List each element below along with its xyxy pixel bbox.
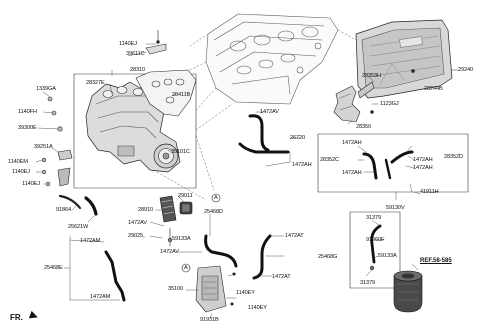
circle-marker bbox=[211, 193, 221, 203]
callout-41911H: 41911H bbox=[420, 189, 439, 195]
callout-91960F: 91960F bbox=[366, 237, 385, 243]
callout-28310: 28310 bbox=[130, 67, 146, 73]
manifold-box bbox=[73, 73, 197, 189]
callout-1140EJ: 1140EJ bbox=[119, 41, 137, 47]
circle-marker-label: A bbox=[214, 195, 218, 201]
callout-1123GJ: 1123GJ bbox=[380, 101, 399, 107]
callout-25468G: 25468G bbox=[318, 254, 338, 260]
callout-1140EY-b: 1140EY bbox=[248, 305, 267, 311]
callout-39251A: 39251A bbox=[34, 144, 53, 150]
callout-1472AH-box4: 1472AH bbox=[413, 165, 433, 171]
left-hardware bbox=[41, 96, 73, 187]
callout-1140EM: 1140EM bbox=[8, 159, 28, 165]
front-indicator: FR. bbox=[10, 313, 23, 322]
callout-59130V: 59130V bbox=[386, 205, 405, 211]
callout-1339GA: 1339GA bbox=[36, 86, 56, 92]
callout-1472AV: 1472AV bbox=[260, 109, 279, 115]
callout-1140FH: 1140FH bbox=[18, 109, 37, 115]
heat-shield bbox=[333, 81, 375, 123]
callout-1472AM-bot: 1472AM bbox=[90, 294, 111, 300]
callout-59133A-b: 59133A bbox=[378, 253, 397, 259]
thermostat-29011 bbox=[179, 201, 193, 215]
callout-28352D: 28352D bbox=[444, 154, 463, 160]
callout-1472AV-a: 1472AV bbox=[128, 220, 147, 226]
center-leaders bbox=[255, 111, 301, 167]
callout-1472AT-top: 1472AT bbox=[285, 233, 304, 239]
callout-1472AT-bot: 1472AT bbox=[272, 274, 291, 280]
callout-28411B: 28411B bbox=[172, 92, 191, 98]
callout-28352C: 28352C bbox=[320, 157, 339, 163]
oil-cooler bbox=[195, 265, 227, 313]
callout-25468D: 25468D bbox=[204, 209, 223, 215]
callout-28353H: 28353H bbox=[362, 73, 381, 79]
coolant-box bbox=[317, 133, 469, 193]
filter-box bbox=[349, 211, 401, 289]
callout-1472AH-box2: 1472AH bbox=[342, 170, 362, 176]
cylinder-head bbox=[205, 13, 339, 105]
callout-35100: 35100 bbox=[168, 286, 184, 292]
callout-31379-top: 31379 bbox=[366, 215, 382, 221]
callout-91931B: 91931B bbox=[200, 317, 219, 323]
callout-29011: 29011 bbox=[178, 193, 193, 199]
callout-29240: 29240 bbox=[458, 67, 474, 73]
callout-1472AH-box1: 1472AH bbox=[342, 140, 362, 146]
valve-28910 bbox=[159, 195, 177, 223]
callout-91864: 91864 bbox=[56, 207, 72, 213]
callout-1472AM-top: 1472AM bbox=[80, 238, 101, 244]
callout-39300E: 39300E bbox=[18, 125, 37, 131]
callout-28244B: 28244B bbox=[424, 86, 443, 92]
manifold-gasket bbox=[135, 69, 197, 117]
callout-26720: 26720 bbox=[290, 135, 306, 141]
callout-39611C: 39611C bbox=[126, 51, 145, 57]
projection-lines bbox=[149, 29, 357, 201]
callout-31379-bot: 31379 bbox=[360, 280, 376, 286]
callout-28910: 28910 bbox=[138, 207, 154, 213]
callout-1472AH: 1472AH bbox=[292, 162, 312, 168]
callout-25468E: 25468E bbox=[44, 265, 63, 271]
callout-35101C: 35101C bbox=[171, 149, 190, 155]
callout-1472AH-box3: 1472AH bbox=[413, 157, 433, 163]
callout-1140EJ-low: 1140EJ bbox=[22, 181, 40, 187]
circle-marker bbox=[181, 263, 191, 273]
manifold-leaders bbox=[35, 43, 177, 223]
bracket-39611C bbox=[145, 43, 167, 55]
coolant-hoses bbox=[362, 150, 414, 180]
reference-link[interactable]: REF.58-585 bbox=[420, 258, 452, 264]
callout-59133A-a: 59133A bbox=[172, 236, 191, 242]
callout-28350: 28350 bbox=[356, 124, 372, 130]
hose-91960F bbox=[370, 224, 382, 264]
callout-25621W: 25621W bbox=[68, 224, 89, 230]
circle-marker-label: A bbox=[184, 265, 188, 271]
callout-1140EJ-mid: 1140EJ bbox=[12, 169, 30, 175]
callout-28327E: 28327E bbox=[86, 80, 105, 86]
oil-filter bbox=[393, 270, 423, 313]
callout-1472AV-b: 1472AV bbox=[160, 249, 179, 255]
callout-1140EY-a: 1140EY bbox=[236, 290, 255, 296]
callout-29025: 29025 bbox=[128, 233, 144, 239]
